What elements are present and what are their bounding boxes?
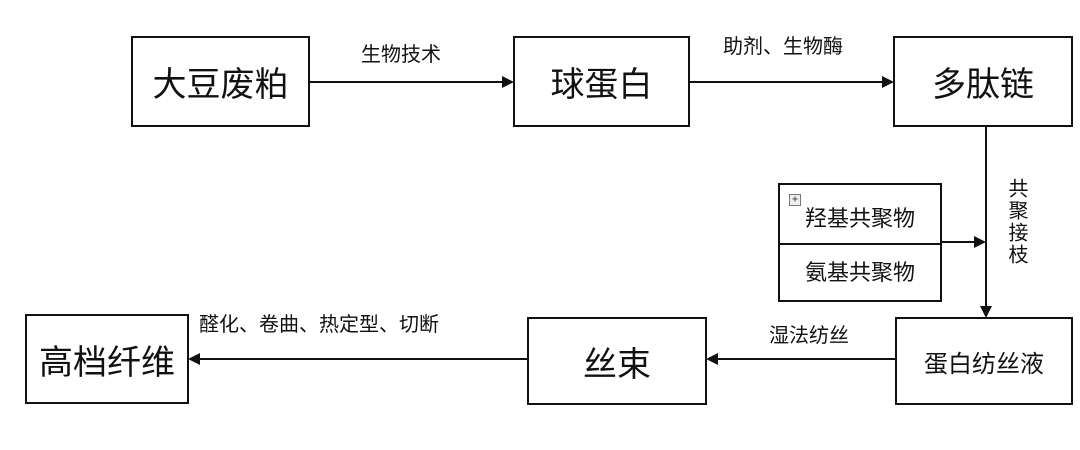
node-high-grade-fiber-label: 高档纤维 — [39, 342, 175, 383]
node-polypeptide-label: 多肽链 — [932, 65, 1034, 105]
node-tow: 丝束 — [527, 317, 707, 405]
edge-label-biotech: 生物技术 — [361, 42, 441, 66]
node-spinning-solution: 蛋白纺丝液 — [895, 317, 1073, 405]
node-soy-meal-label: 大豆废粕 — [152, 65, 289, 105]
node-polypeptide: 多肽链 — [893, 36, 1073, 127]
edge-label-post-processing: 醛化、卷曲、热定型、切断 — [199, 312, 439, 336]
node-tow-label: 丝束 — [583, 344, 651, 385]
copolymer-divider — [780, 243, 940, 245]
expand-icon[interactable]: + — [789, 194, 801, 206]
node-globulin: 球蛋白 — [513, 36, 690, 127]
copolymer-hydroxyl-label: 羟基共聚物 — [804, 207, 915, 232]
node-spinning-solution-label: 蛋白纺丝液 — [924, 349, 1044, 378]
copolymer-amino: 氨基共聚物 — [780, 245, 940, 297]
copolymer-box: + 羟基共聚物 氨基共聚物 — [778, 183, 942, 302]
edge-label-graft: 共聚接枝 — [1005, 178, 1029, 266]
node-globulin-label: 球蛋白 — [550, 65, 653, 105]
copolymer-amino-label: 氨基共聚物 — [804, 261, 915, 286]
node-soy-meal: 大豆废粕 — [131, 36, 310, 127]
node-high-grade-fiber: 高档纤维 — [25, 314, 189, 404]
copolymer-hydroxyl: 羟基共聚物 — [780, 191, 940, 243]
edge-label-wet-spinning: 湿法纺丝 — [769, 323, 849, 347]
edge-label-additive-enzyme: 助剂、生物酶 — [723, 34, 843, 58]
